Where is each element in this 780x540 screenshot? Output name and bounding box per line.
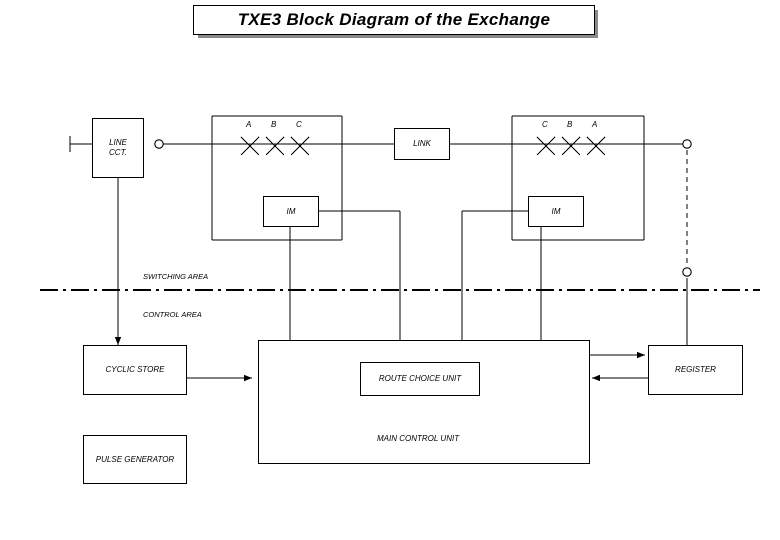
node-pulse-generator[interactable]: PULSE GENERATOR [83,435,187,484]
line-cct-terminal-circle [154,139,164,149]
node-im-right-label: IM [551,206,561,216]
node-im-right[interactable]: IM [528,196,584,227]
node-route-choice-unit-label: ROUTE CHOICE UNIT [378,374,462,383]
crosspoint-label-left-b: B [271,120,277,129]
crosspoint-left-b [265,136,285,156]
crosspoint-label-left-a: A [246,120,252,129]
node-line-cct-label: LINE CCT. [109,138,127,157]
node-cyclic-store[interactable]: CYCLIC STORE [83,345,187,395]
crosspoint-right-b [561,136,581,156]
crosspoint-label-right-a: A [592,120,598,129]
control-area-label: CONTROL AREA [143,310,202,319]
node-im-left[interactable]: IM [263,196,319,227]
crosspoint-left-a [240,136,260,156]
register-link-terminal-circle [682,267,692,277]
node-pulse-generator-label: PULSE GENERATOR [95,454,175,464]
crosspoint-label-right-c: C [542,120,548,129]
node-register[interactable]: REGISTER [648,345,743,395]
page-title: TXE3 Block Diagram of the Exchange [237,10,551,29]
diagram-title-box: TXE3 Block Diagram of the Exchange [193,5,595,35]
node-main-control-unit[interactable] [258,340,590,464]
trunk-end-terminal-circle [682,139,692,149]
node-route-choice-unit[interactable]: ROUTE CHOICE UNIT [360,362,480,396]
node-register-label: REGISTER [675,365,716,374]
node-link[interactable]: LINK [394,128,450,160]
crosspoint-label-right-b: B [567,120,573,129]
node-link-label: LINK [413,139,431,148]
node-main-control-unit-label: MAIN CONTROL UNIT [377,434,460,443]
crosspoint-right-c [536,136,556,156]
switching-area-label: SWITCHING AREA [143,272,209,281]
node-cyclic-store-label: CYCLIC STORE [105,365,165,374]
crosspoint-left-c [290,136,310,156]
crosspoint-label-left-c: C [296,120,302,129]
node-line-cct[interactable]: LINE CCT. [92,118,144,178]
crosspoint-right-a [586,136,606,156]
node-im-left-label: IM [286,206,296,216]
